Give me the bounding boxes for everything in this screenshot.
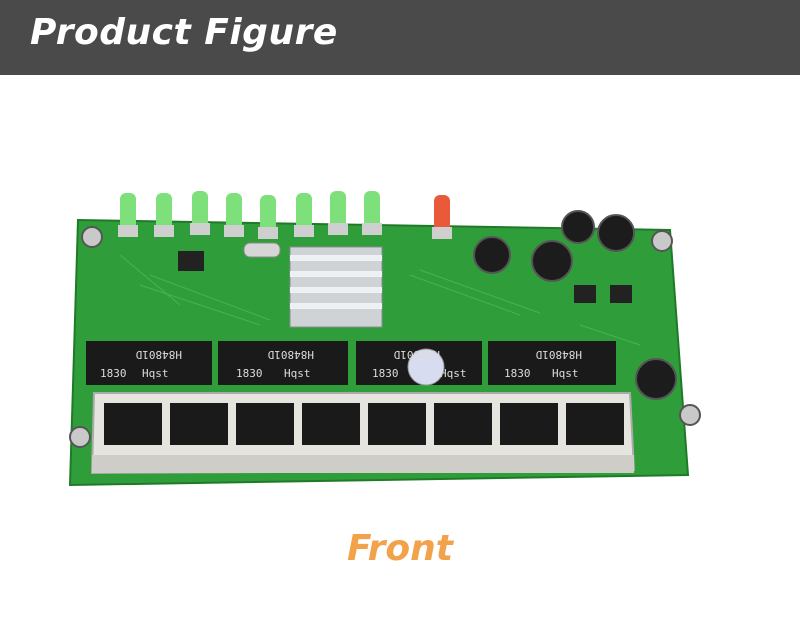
magnetic-brand: Hqst (440, 367, 467, 380)
red-led (432, 195, 452, 239)
magnetic-date: 1830 (372, 367, 399, 380)
page-title: Product Figure (30, 12, 338, 53)
capacitors (473, 210, 677, 400)
sticker (407, 348, 445, 386)
small-ic (574, 285, 596, 303)
magnetic-code: H84801D (536, 348, 582, 361)
magnetic-code: H84801D (394, 348, 440, 361)
ethernet-port (368, 403, 426, 445)
rj45-ports (104, 403, 624, 445)
magnetic-date: 1830 (504, 367, 531, 380)
heatsink (289, 246, 383, 328)
magnetic-brand: Hqst (284, 367, 311, 380)
small-ic (610, 285, 632, 303)
crystal-oscillator (243, 242, 281, 258)
ethernet-port (104, 403, 162, 445)
magnetic-brand: Hqst (552, 367, 579, 380)
magnetics-row (86, 341, 616, 386)
magnetic-date: 1830 (100, 367, 127, 380)
caption-front: Front (347, 528, 453, 569)
ethernet-port (566, 403, 624, 445)
header-bar (0, 0, 800, 75)
ethernet-port (302, 403, 360, 445)
mounting-holes (69, 226, 701, 448)
ethernet-port (236, 403, 294, 445)
magnetic-brand: Hqst (142, 367, 169, 380)
magnetic-code: H84801D (136, 348, 182, 361)
ethernet-port (434, 403, 492, 445)
magnetic-code: H84801D (268, 348, 314, 361)
green-leds (118, 191, 382, 239)
ethernet-port (500, 403, 558, 445)
small-ic (178, 251, 204, 271)
ethernet-port (170, 403, 228, 445)
product-photo: H84801D 1830 Hqst H84801D 1830 Hqst H848… (68, 191, 701, 487)
magnetic-date: 1830 (236, 367, 263, 380)
